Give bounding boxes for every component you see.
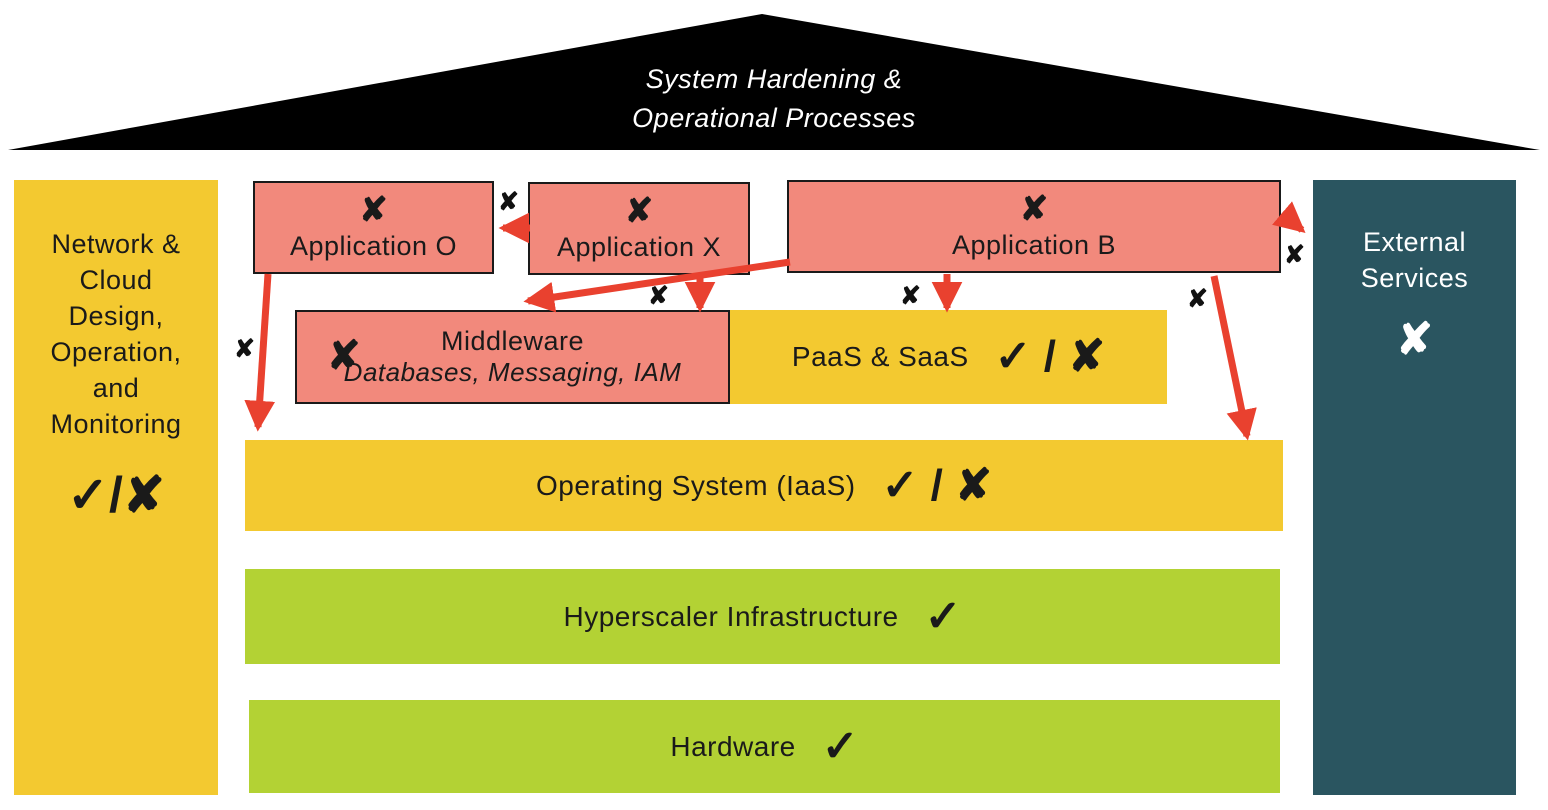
arrow-appb-to-external-services (1272, 201, 1306, 233)
left-pillar-network-cloud: Network & Cloud Design, Operation, and M… (14, 180, 218, 795)
hyperscaler-infrastructure-layer: Hyperscaler Infrastructure ✓ (245, 569, 1280, 664)
application-o-label: Application O (289, 231, 458, 261)
left-pillar-label-line: Operation, (50, 337, 182, 367)
left-pillar-label-line: and (92, 373, 140, 403)
left-pillar-label-line: Cloud (79, 265, 153, 295)
application-x-box: ✘ Application X (528, 182, 750, 275)
middleware-cross-mark: ✘ (327, 334, 361, 378)
right-pillar-label-line: External (1362, 227, 1467, 257)
hardware-layer: Hardware ✓ (249, 700, 1280, 793)
operating-system-check-cross-mark: ✓ / ✘ (881, 460, 993, 510)
left-pillar-label-line: Monitoring (50, 409, 182, 439)
middleware-box: ✘ Middleware Databases, Messaging, IAM (295, 310, 730, 404)
application-x-label: Application X (556, 232, 722, 262)
right-pillar-cross-mark: ✘ (1396, 315, 1433, 364)
application-o-cross-mark: ✘ (359, 191, 388, 229)
left-pillar-label-line: Network & (51, 229, 181, 259)
hyperscaler-check-mark: ✓ (924, 591, 962, 641)
application-b-label: Application B (951, 230, 1117, 260)
roof-triangle: System Hardening & Operational Processes (8, 14, 1540, 150)
middleware-title: Middleware (440, 326, 585, 356)
hardware-label: Hardware (670, 730, 796, 762)
right-pillar-external-services: External Services ✘ (1313, 180, 1516, 795)
operating-system-label: Operating System (IaaS) (535, 469, 856, 501)
blocked-mark-appb-paas: ✘ (900, 282, 921, 310)
right-pillar-label-line: Services (1360, 263, 1469, 293)
paas-saas-check-cross-mark: ✓ / ✘ (994, 332, 1106, 381)
operating-system-layer: Operating System (IaaS) ✓ / ✘ (245, 440, 1283, 531)
left-pillar-label-line: Design, (68, 301, 164, 331)
arrow-appb-to-os (1210, 275, 1257, 441)
left-pillar-check-cross-mark: ✓/✘ (67, 467, 165, 523)
blocked-mark-appx-appo: ✘ (498, 188, 519, 216)
roof-title-line2: Operational Processes (632, 103, 916, 133)
blocked-mark-appo-os: ✘ (234, 335, 255, 363)
middleware-subtitle: Databases, Messaging, IAM (343, 357, 682, 387)
hardware-check-mark: ✓ (821, 721, 859, 771)
arrow-appo-to-os (244, 273, 276, 432)
roof-title-line1: System Hardening & (645, 64, 903, 94)
hyperscaler-infrastructure-label: Hyperscaler Infrastructure (563, 600, 899, 632)
blocked-mark-appx-middleware: ✘ (648, 282, 669, 310)
blocked-mark-appb-os: ✘ (1187, 285, 1208, 313)
roof-title: System Hardening & Operational Processes (632, 60, 916, 150)
application-o-box: ✘ Application O (253, 181, 494, 274)
application-b-box: ✘ Application B (787, 180, 1281, 273)
paas-saas-label: PaaS & SaaS (791, 341, 969, 372)
blocked-mark-appb-external: ✘ (1284, 241, 1305, 269)
application-b-cross-mark: ✘ (1019, 190, 1049, 228)
application-x-cross-mark: ✘ (624, 192, 654, 230)
paas-saas-box: PaaS & SaaS ✓ / ✘ (730, 310, 1167, 404)
